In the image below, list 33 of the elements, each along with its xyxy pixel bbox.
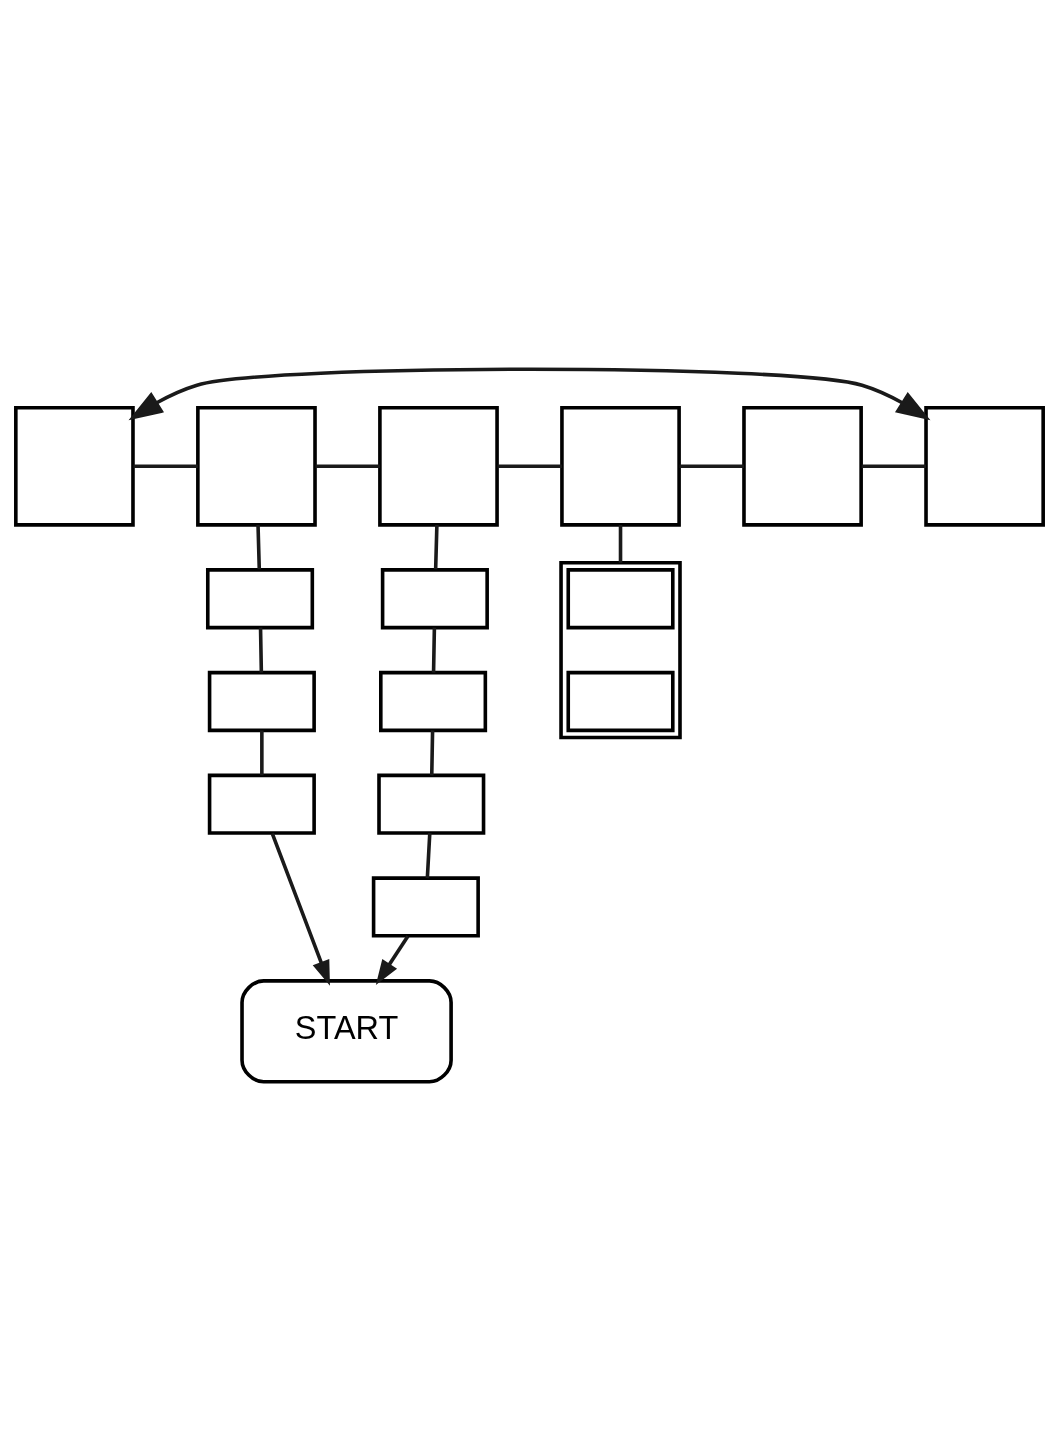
node-box bbox=[378, 405, 499, 527]
connector bbox=[315, 463, 380, 468]
connector bbox=[433, 524, 439, 569]
connector bbox=[497, 463, 562, 468]
node-box bbox=[560, 405, 681, 527]
node-box bbox=[924, 405, 1045, 527]
connector bbox=[425, 832, 432, 878]
node-box bbox=[380, 567, 489, 629]
connector bbox=[861, 463, 926, 468]
node-box bbox=[207, 773, 316, 835]
node-box bbox=[196, 405, 317, 527]
node-box bbox=[207, 670, 316, 732]
connector bbox=[256, 524, 262, 569]
node-box bbox=[566, 567, 675, 629]
connector bbox=[429, 729, 435, 775]
connector bbox=[258, 627, 264, 673]
arrow bbox=[128, 366, 931, 420]
connector bbox=[133, 463, 198, 468]
arrow bbox=[375, 934, 410, 985]
node-box bbox=[379, 670, 488, 732]
node-box bbox=[742, 405, 863, 527]
connector bbox=[431, 627, 437, 673]
connector bbox=[679, 463, 744, 468]
connector bbox=[260, 729, 264, 775]
node-box bbox=[14, 405, 135, 527]
connector bbox=[618, 524, 623, 563]
node-box bbox=[566, 670, 675, 732]
cluster bbox=[559, 560, 682, 739]
node-box bbox=[206, 567, 315, 629]
node-box bbox=[377, 773, 486, 835]
node-box: START bbox=[240, 978, 453, 1084]
node-box bbox=[371, 875, 480, 938]
arrow bbox=[270, 832, 330, 986]
